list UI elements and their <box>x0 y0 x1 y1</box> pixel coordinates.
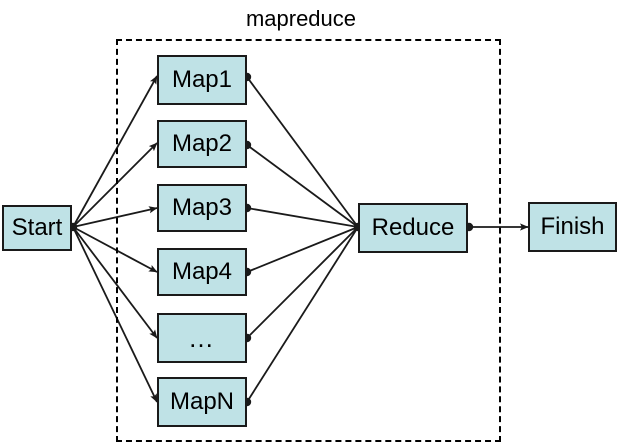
node-finish-label: Finish <box>540 213 605 240</box>
mapreduce-group-title: mapreduce <box>245 6 357 31</box>
node-mapn-label: MapN <box>169 388 235 415</box>
node-mapdots[interactable]: … <box>157 313 247 363</box>
mapreduce-group-box <box>116 39 501 442</box>
node-start[interactable]: Start <box>2 205 72 251</box>
node-reduce-label: Reduce <box>371 214 455 241</box>
node-reduce[interactable]: Reduce <box>358 203 468 253</box>
node-map1[interactable]: Map1 <box>157 55 247 105</box>
node-start-label: Start <box>11 214 63 241</box>
node-map2[interactable]: Map2 <box>157 120 247 168</box>
node-map1-label: Map1 <box>171 66 233 93</box>
node-mapn[interactable]: MapN <box>157 377 247 427</box>
node-map4[interactable]: Map4 <box>157 248 247 296</box>
node-map4-label: Map4 <box>171 258 233 285</box>
node-mapdots-label: … <box>188 323 216 353</box>
node-map2-label: Map2 <box>171 130 233 157</box>
node-finish[interactable]: Finish <box>528 202 617 252</box>
node-map3-label: Map3 <box>171 194 233 221</box>
node-map3[interactable]: Map3 <box>157 184 247 232</box>
